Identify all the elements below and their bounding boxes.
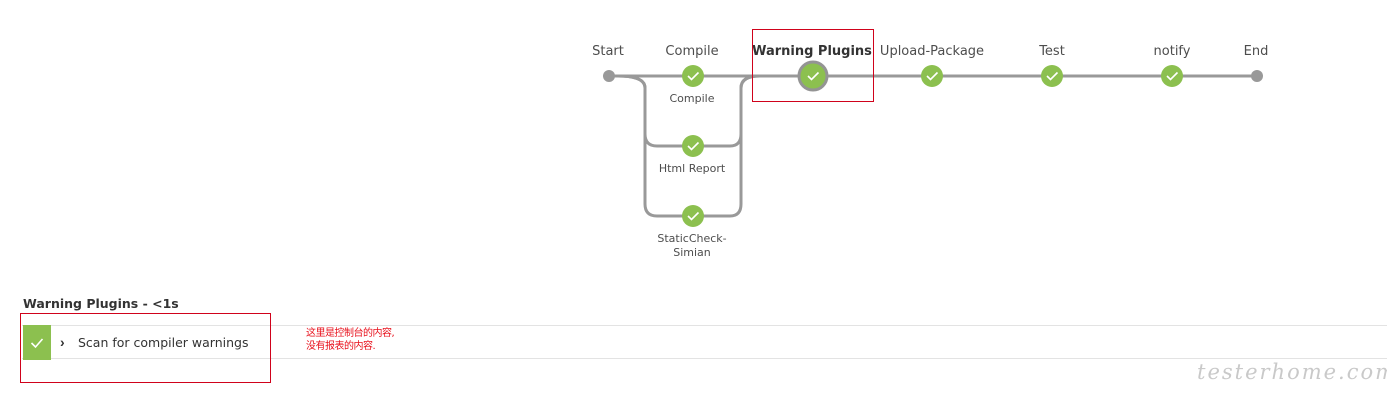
stage-node-notify[interactable] <box>1161 65 1183 87</box>
stage-label-warning-plugins[interactable]: Warning Plugins <box>752 44 872 59</box>
end-node <box>1251 70 1263 82</box>
check-icon <box>687 211 700 221</box>
branch-node-html-report[interactable] <box>682 135 704 157</box>
stage-label-compile[interactable]: Compile <box>665 44 719 59</box>
step-status-badge <box>23 325 51 360</box>
branch-connector-html-report <box>617 74 761 148</box>
step-label[interactable]: Scan for compiler warnings <box>78 335 249 350</box>
highlight-box-stage <box>752 29 874 102</box>
branch-label-compile[interactable]: Compile <box>669 92 715 105</box>
branch-label-line2: Simian <box>673 246 711 259</box>
start-node <box>603 70 615 82</box>
chevron-right-icon[interactable]: › <box>60 334 65 350</box>
stage-label-upload-package[interactable]: Upload-Package <box>879 44 985 59</box>
stage-label-end: End <box>1243 44 1269 59</box>
step-row[interactable]: › Scan for compiler warnings <box>22 325 1387 360</box>
check-icon <box>687 71 700 81</box>
stage-label-test[interactable]: Test <box>1039 44 1065 59</box>
stage-label-start: Start <box>592 44 624 59</box>
stage-node-upload-package[interactable] <box>921 65 943 87</box>
highlight-box-step <box>20 313 271 383</box>
pipeline-graph <box>603 60 1263 227</box>
stage-node-warning-plugins[interactable] <box>797 60 829 92</box>
branch-label-line1: StaticCheck- <box>657 232 727 245</box>
annotation-line-1: 这里是控制台的内容, <box>306 328 395 339</box>
section-title: Warning Plugins - <1s <box>23 296 179 311</box>
branch-label-staticcheck-simian[interactable]: StaticCheck- Simian <box>657 232 726 260</box>
check-icon <box>687 141 700 151</box>
stage-node-test[interactable] <box>1041 65 1063 87</box>
check-icon <box>30 337 44 348</box>
annotation-line-2: 没有报表的内容. <box>306 341 376 352</box>
watermark: testerhome.com <box>1197 360 1387 384</box>
branch-node-staticcheck-simian[interactable] <box>682 205 704 227</box>
check-icon <box>926 71 939 81</box>
check-icon <box>1046 71 1059 81</box>
stage-label-notify[interactable]: notify <box>1153 44 1191 59</box>
check-icon <box>807 71 820 81</box>
check-icon <box>1166 71 1179 81</box>
branch-label-html-report[interactable]: Html Report <box>658 162 726 175</box>
stage-node-compile[interactable] <box>682 65 704 87</box>
